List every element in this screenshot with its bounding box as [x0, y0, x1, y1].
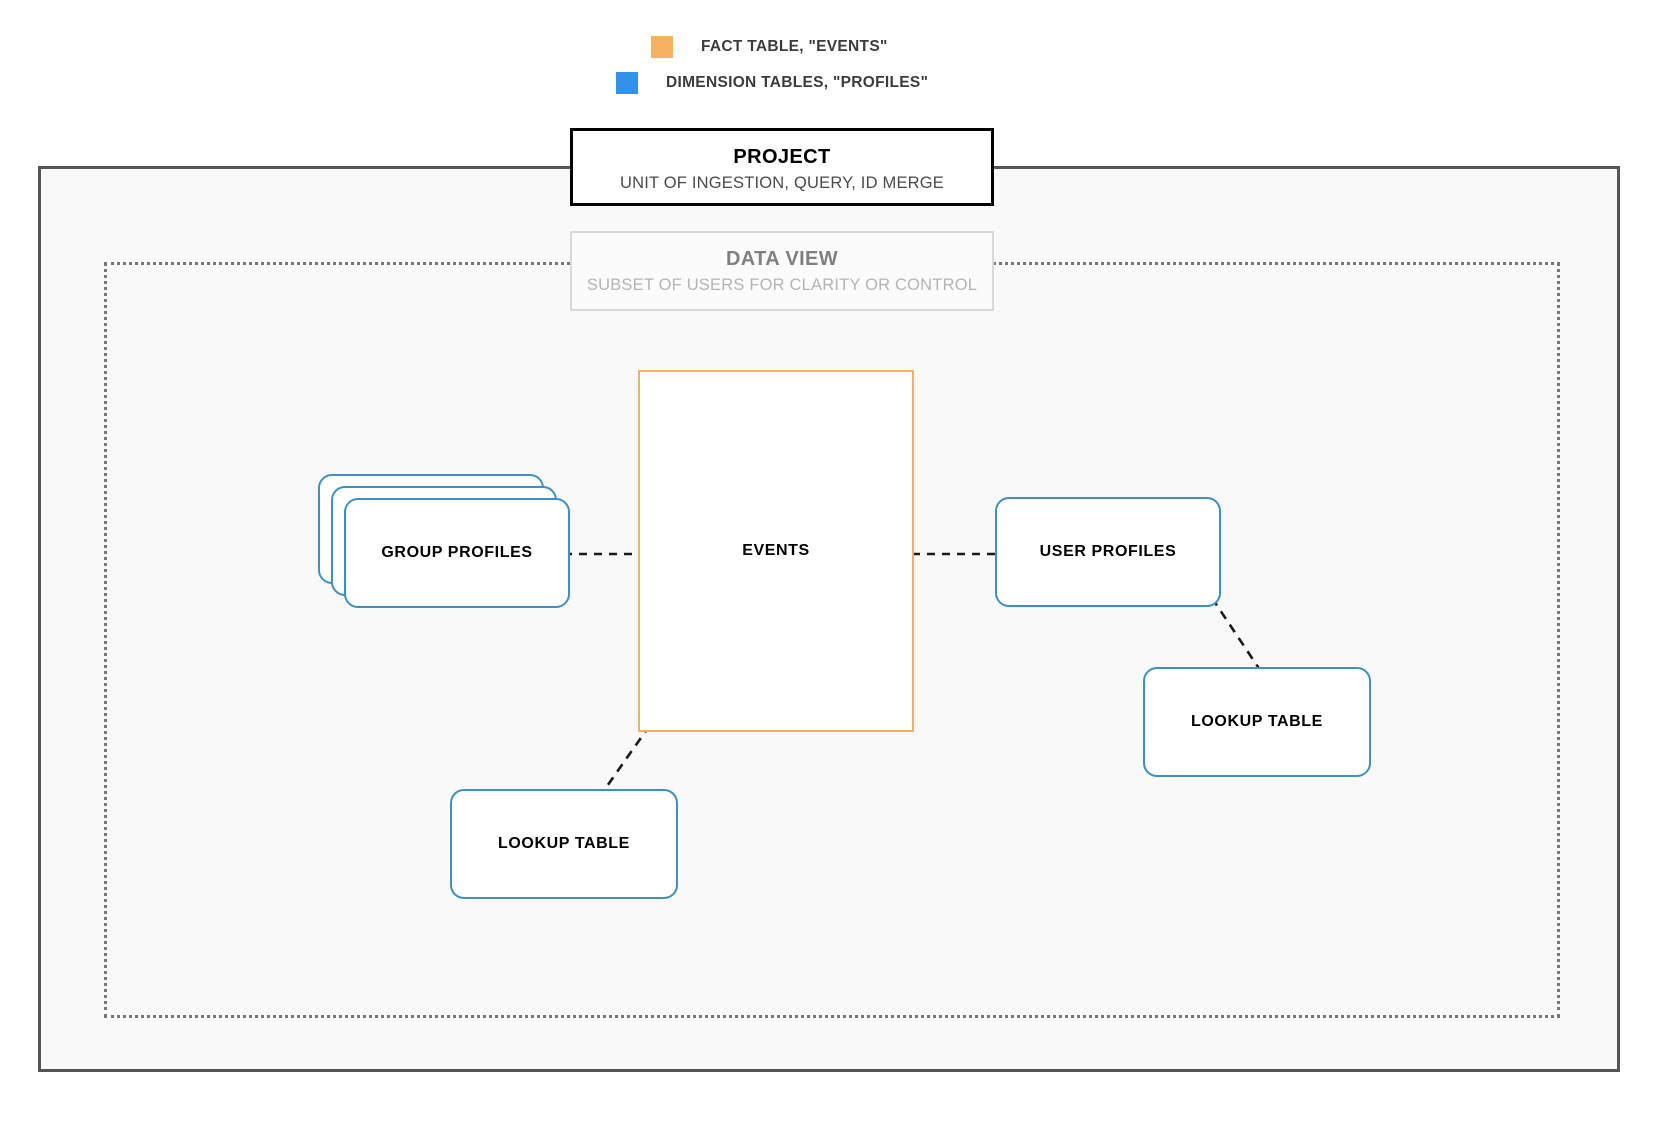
- project-header-card: PROJECT UNIT OF INGESTION, QUERY, ID MER…: [570, 128, 994, 206]
- data-view-subtitle: SUBSET OF USERS FOR CLARITY OR CONTROL: [586, 276, 978, 294]
- project-subtitle: UNIT OF INGESTION, QUERY, ID MERGE: [619, 174, 944, 192]
- node-label-user-profiles: USER PROFILES: [1039, 543, 1177, 560]
- square-swatch-icon: [616, 72, 638, 94]
- data-view-header-card: DATA VIEW SUBSET OF USERS FOR CLARITY OR…: [570, 231, 994, 311]
- data-view-title: DATA VIEW: [725, 248, 839, 270]
- node-lookup-table-left[interactable]: LOOKUP TABLE: [450, 789, 678, 899]
- legend-item-fact-table: FACT TABLE, "EVENTS": [651, 36, 888, 58]
- node-label-events: EVENTS: [742, 542, 810, 559]
- node-lookup-table-right[interactable]: LOOKUP TABLE: [1143, 667, 1371, 777]
- legend-item-dimension-tables: DIMENSION TABLES, "PROFILES": [616, 72, 928, 94]
- node-label-lookup-table-right: LOOKUP TABLE: [1191, 713, 1323, 730]
- square-swatch-icon: [651, 36, 673, 58]
- legend-label-fact-table: FACT TABLE, "EVENTS": [701, 38, 888, 55]
- node-label-group-profiles: GROUP PROFILES: [381, 544, 533, 561]
- node-label-lookup-table-left: LOOKUP TABLE: [498, 835, 630, 852]
- legend-label-dimension-tables: DIMENSION TABLES, "PROFILES": [666, 74, 929, 91]
- node-user-profiles[interactable]: USER PROFILES: [995, 497, 1221, 607]
- node-group-profiles[interactable]: GROUP PROFILES: [318, 474, 570, 608]
- node-events[interactable]: EVENTS: [638, 370, 914, 732]
- project-title: PROJECT: [733, 146, 831, 168]
- group-profiles-stack-sheet-front: GROUP PROFILES: [344, 498, 570, 608]
